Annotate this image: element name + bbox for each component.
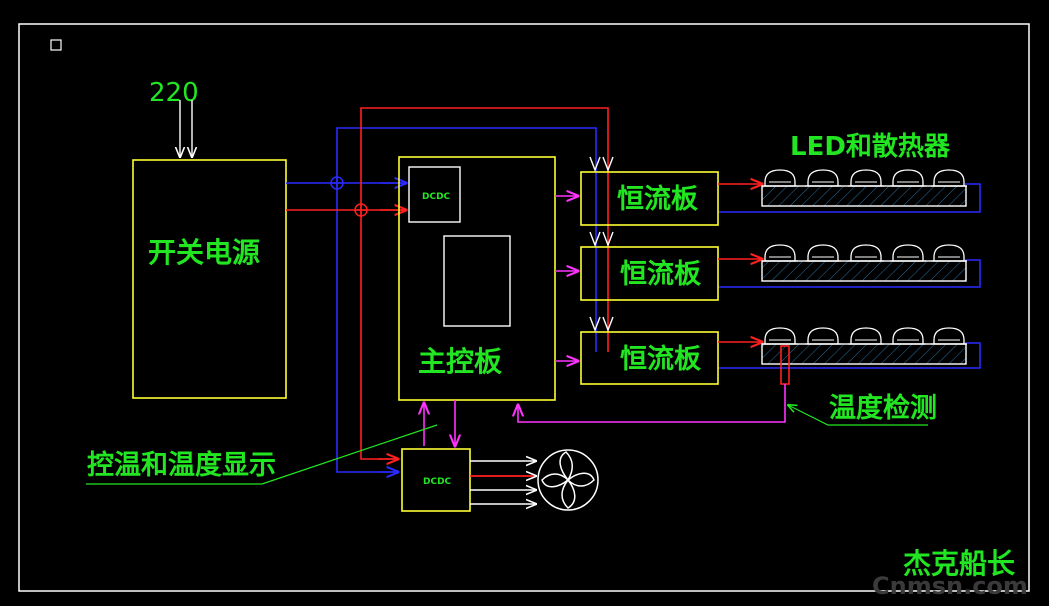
power-supply-label: 开关电源 xyxy=(148,236,260,269)
main-board-box xyxy=(398,156,556,401)
temp-detect-leader xyxy=(788,405,928,426)
negative-bus xyxy=(286,127,981,473)
main-board-label: 主控板 xyxy=(418,345,502,378)
dcdc-bottom-box xyxy=(401,448,471,512)
temp-feedback-line xyxy=(518,384,786,423)
watermark: Cnmsn.com xyxy=(872,572,1028,600)
heatsink-2 xyxy=(761,244,968,282)
temp-control-label: 控温和温度显示 xyxy=(87,449,276,481)
cc-board-2-box xyxy=(580,246,719,301)
fan-outputs xyxy=(470,461,536,504)
drawing-border xyxy=(18,23,1030,592)
power-supply-box xyxy=(132,159,287,399)
cc-board-3-label: 恒流板 xyxy=(620,344,701,375)
dcdc-bottom-label: DCDC xyxy=(423,477,452,487)
dcdc-top-box xyxy=(408,166,461,223)
board-input-arrows xyxy=(589,156,614,332)
temp-detect-label: 温度检测 xyxy=(829,392,937,424)
cc-board-1-label: 恒流板 xyxy=(617,184,698,215)
heatsink-1 xyxy=(761,169,968,207)
cc-board-1-box xyxy=(580,171,719,226)
led-heatsink-label: LED和散热器 xyxy=(790,132,951,162)
author-label: 杰克船长 xyxy=(903,547,1015,580)
positive-bus xyxy=(286,107,609,477)
fan-icon xyxy=(537,449,599,511)
heatsink-3 xyxy=(761,327,968,365)
mcu-chip xyxy=(443,235,511,327)
temp-control-leader xyxy=(261,424,438,485)
cc-board-3-box xyxy=(580,331,719,385)
dcdc-top-label: DCDC xyxy=(422,192,451,202)
cc-board-2-label: 恒流板 xyxy=(620,259,701,290)
corner-marker xyxy=(50,39,62,51)
input-voltage-label: 220 xyxy=(149,78,199,108)
